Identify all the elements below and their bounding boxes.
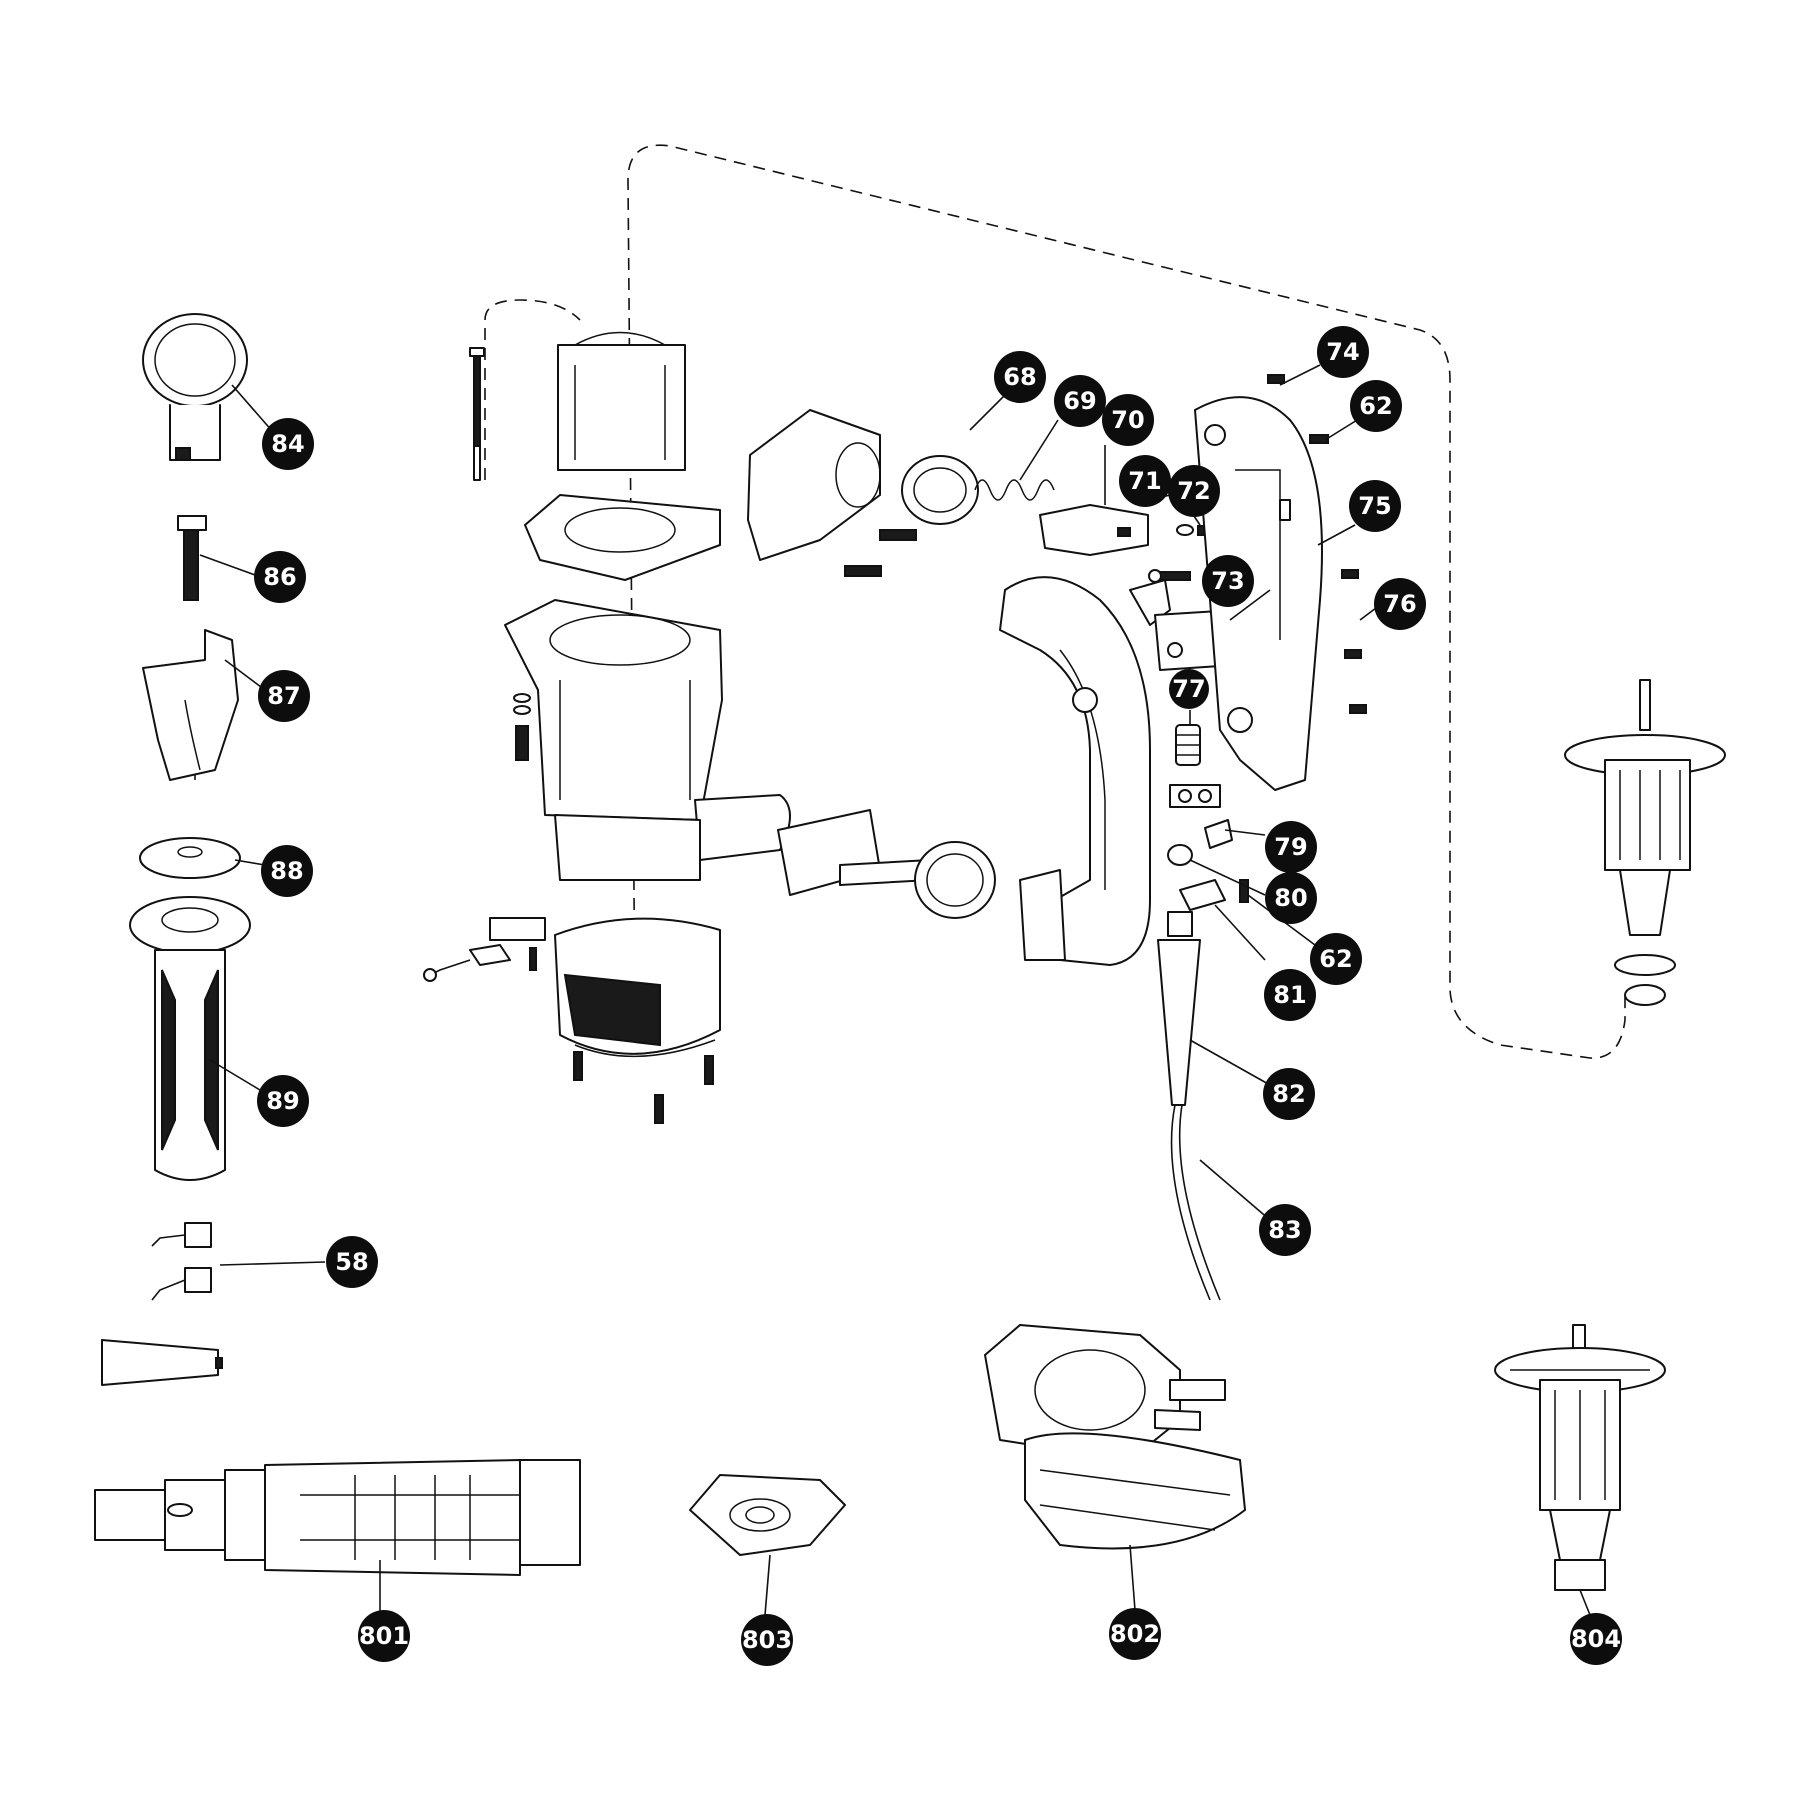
part-69-spring: [974, 479, 1055, 501]
callout-label: 74: [1326, 338, 1359, 366]
callout-71: 71: [1119, 455, 1171, 507]
part-802-crank-housing: [984, 1324, 1246, 1550]
part-75-handle-cover: [1194, 396, 1323, 791]
callout-70: 70: [1102, 394, 1154, 446]
callout-81: 81: [1264, 969, 1316, 1021]
motor-housing: [504, 599, 791, 881]
brush-holder-assembly: [423, 917, 546, 982]
callout-74: 74: [1317, 326, 1369, 378]
part-82-83-power-cord: [1157, 911, 1221, 1301]
callout-label: 803: [742, 1626, 792, 1654]
terminal-block: [1169, 784, 1221, 808]
callout-62-upper: 62: [1350, 380, 1402, 432]
callout-86: 86: [254, 551, 306, 603]
callout-label: 68: [1003, 363, 1036, 391]
callout-68: 68: [994, 351, 1046, 403]
baffle-plate: [524, 494, 721, 581]
small-hardware-left: [513, 693, 531, 761]
callout-84: 84: [262, 418, 314, 470]
handle-screws: [844, 524, 1223, 583]
part-86-bolt: [177, 515, 207, 601]
callout-804: 804: [1570, 1613, 1622, 1665]
callout-88: 88: [261, 845, 313, 897]
callout-label: 77: [1172, 675, 1205, 703]
callout-82: 82: [1263, 1068, 1315, 1120]
part-89-side-handle: [129, 896, 251, 1181]
callout-label: 75: [1358, 492, 1391, 520]
armature-upper: [1564, 679, 1726, 1006]
main-handle-rear: [999, 576, 1151, 966]
callout-label: 62: [1359, 392, 1392, 420]
motor-bottom-cover: [554, 917, 721, 1058]
callout-801: 801: [358, 1610, 410, 1662]
callout-label: 801: [359, 1622, 409, 1650]
lower-handle-sleeve: [777, 809, 1066, 961]
callout-803: 803: [741, 1614, 793, 1666]
callout-label: 58: [335, 1248, 368, 1276]
grease-tube: [101, 1339, 223, 1386]
callout-label: 87: [267, 682, 300, 710]
bottom-screws: [573, 1051, 714, 1124]
callout-label: 73: [1211, 567, 1244, 595]
callout-75: 75: [1349, 480, 1401, 532]
leader-lines: [199, 364, 1591, 1616]
callout-80: 80: [1265, 872, 1317, 924]
callout-label: 86: [263, 563, 296, 591]
long-screw: [469, 347, 485, 481]
callout-label: 802: [1110, 1620, 1160, 1648]
callout-label: 79: [1274, 833, 1307, 861]
part-70-slide: [1039, 504, 1149, 556]
callout-89: 89: [257, 1075, 309, 1127]
callout-73: 73: [1202, 555, 1254, 607]
callout-83: 83: [1259, 1204, 1311, 1256]
callout-79: 79: [1265, 821, 1317, 873]
callout-62-lower: 62: [1310, 933, 1362, 985]
callout-label: 71: [1128, 467, 1161, 495]
callout-label: 81: [1273, 981, 1306, 1009]
callout-label: 80: [1274, 884, 1307, 912]
callout-label: 82: [1272, 1080, 1305, 1108]
part-84-clamp-band: [142, 313, 248, 461]
part-87-clamp-sleeve: [142, 629, 239, 781]
callout-58: 58: [326, 1236, 378, 1288]
part-68-upper-handle-sleeve: [747, 409, 979, 561]
part-76-screws: [1341, 569, 1367, 714]
callout-72: 72: [1168, 465, 1220, 517]
part-88-washer: [139, 837, 241, 879]
part-58-carbon-brushes: [151, 1222, 212, 1301]
part-79-80-81-cord-clamp: [1167, 819, 1249, 911]
callout-77: 77: [1169, 669, 1209, 709]
callout-label: 72: [1177, 477, 1210, 505]
callout-label: 89: [266, 1087, 299, 1115]
part-804-armature: [1494, 1324, 1666, 1591]
callout-label: 76: [1383, 590, 1416, 618]
part-801-hammer-barrel: [94, 1459, 581, 1576]
callout-label: 84: [271, 430, 304, 458]
callout-label: 70: [1111, 406, 1144, 434]
callout-label: 88: [270, 857, 303, 885]
callout-label: 62: [1319, 945, 1352, 973]
callout-label: 69: [1063, 387, 1096, 415]
callout-69: 69: [1054, 375, 1106, 427]
callout-label: 83: [1268, 1216, 1301, 1244]
part-77-wire-spring: [1175, 724, 1201, 766]
callout-802: 802: [1109, 1608, 1161, 1660]
callout-label: 804: [1571, 1625, 1621, 1653]
callout-87: 87: [258, 670, 310, 722]
callout-76: 76: [1374, 578, 1426, 630]
part-803-bearing-plate: [689, 1474, 846, 1556]
stator-field-coil: [557, 331, 686, 471]
